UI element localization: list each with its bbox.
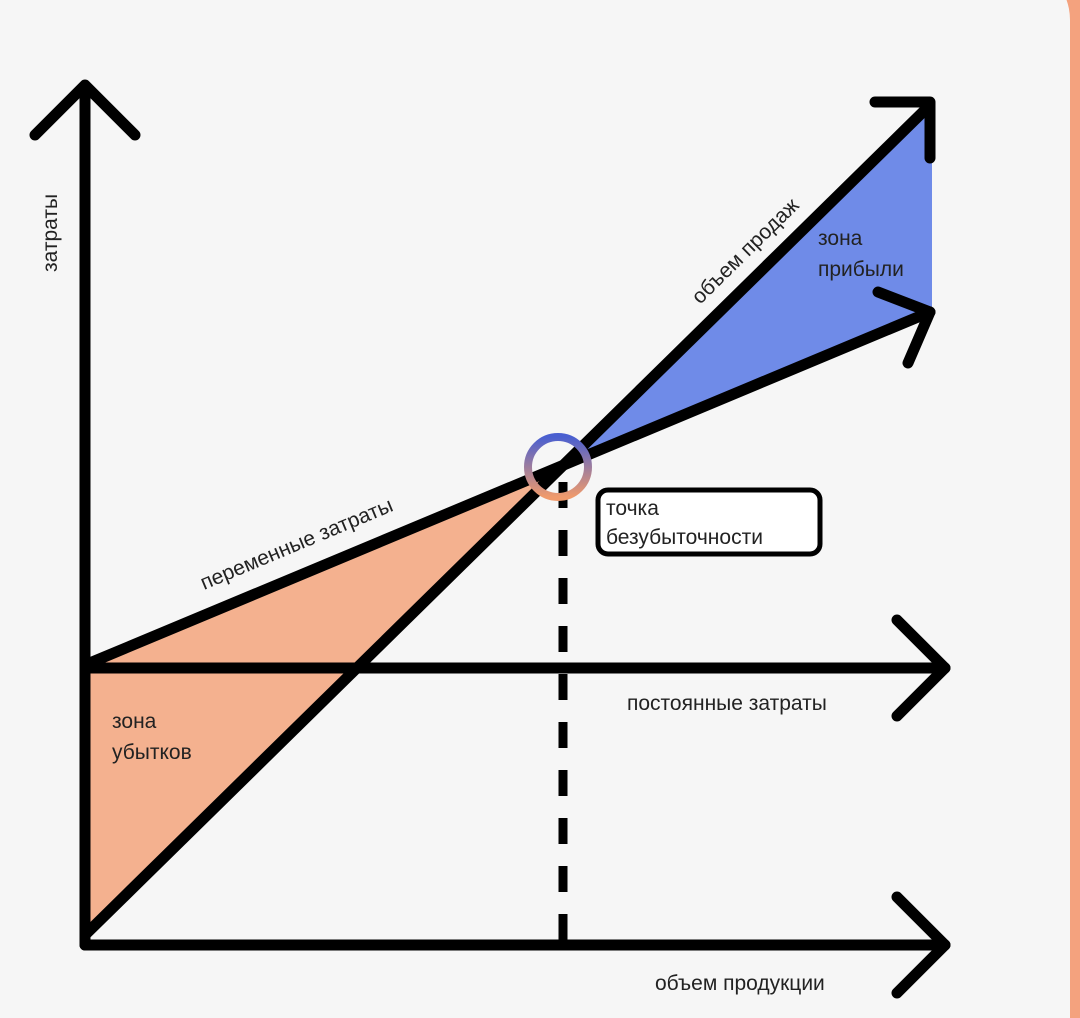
x-axis-arrow	[891, 891, 951, 999]
profit-zone-label-line2: прибыли	[818, 258, 904, 281]
fixed-costs-arrow	[891, 614, 951, 722]
sales-line	[79, 99, 936, 941]
loss-zone-label-line2: убытков	[112, 741, 192, 764]
break-even-label-line2: безубыточности	[606, 526, 763, 549]
variable-costs-line	[79, 306, 936, 671]
profit-zone-label-line1: зона	[818, 227, 863, 250]
sales-arrow	[869, 96, 936, 164]
loss-zone-label-line1: зона	[112, 710, 157, 733]
y-axis-arrow	[29, 79, 141, 141]
y-axis-label: затраты	[39, 194, 62, 272]
break-even-label-box	[595, 487, 823, 557]
break-even-marker	[524, 433, 592, 501]
fixed-costs-label: постоянные затраты	[627, 692, 827, 715]
variable-costs-arrow	[872, 286, 936, 369]
x-axis-label: объем продукции	[655, 972, 825, 995]
break-even-label-line1: точка	[606, 497, 659, 520]
